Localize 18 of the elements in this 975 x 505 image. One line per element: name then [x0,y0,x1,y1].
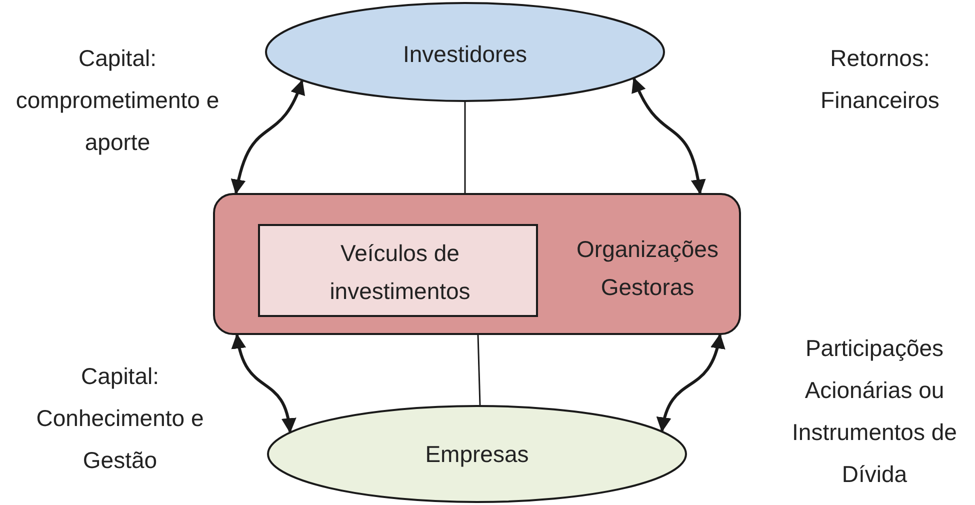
node-label: Empresas [424,440,530,469]
ellipse-node [265,2,665,102]
double-arrow [632,77,706,194]
connector-line [464,102,466,193]
container-box [213,193,741,335]
annotation-text: Retornos: Financeiros [820,44,940,115]
annotation-text: Participações Acionárias ou Instrumentos de Dívida [791,334,958,489]
double-arrow [232,334,296,434]
connector-line [477,334,481,406]
node-label: Investidores [402,40,528,69]
process-box [258,224,538,317]
annotation-text: Capital: Conhecimento e Gestão [35,362,205,475]
ellipse-node [267,405,687,503]
node-label: Organizações Gestoras [576,235,720,302]
double-arrow [657,334,724,432]
annotation-text: Capital: comprometimento e aporte [15,44,220,157]
node-label: Veículos de investimentos [328,239,472,306]
double-arrow [231,80,304,194]
